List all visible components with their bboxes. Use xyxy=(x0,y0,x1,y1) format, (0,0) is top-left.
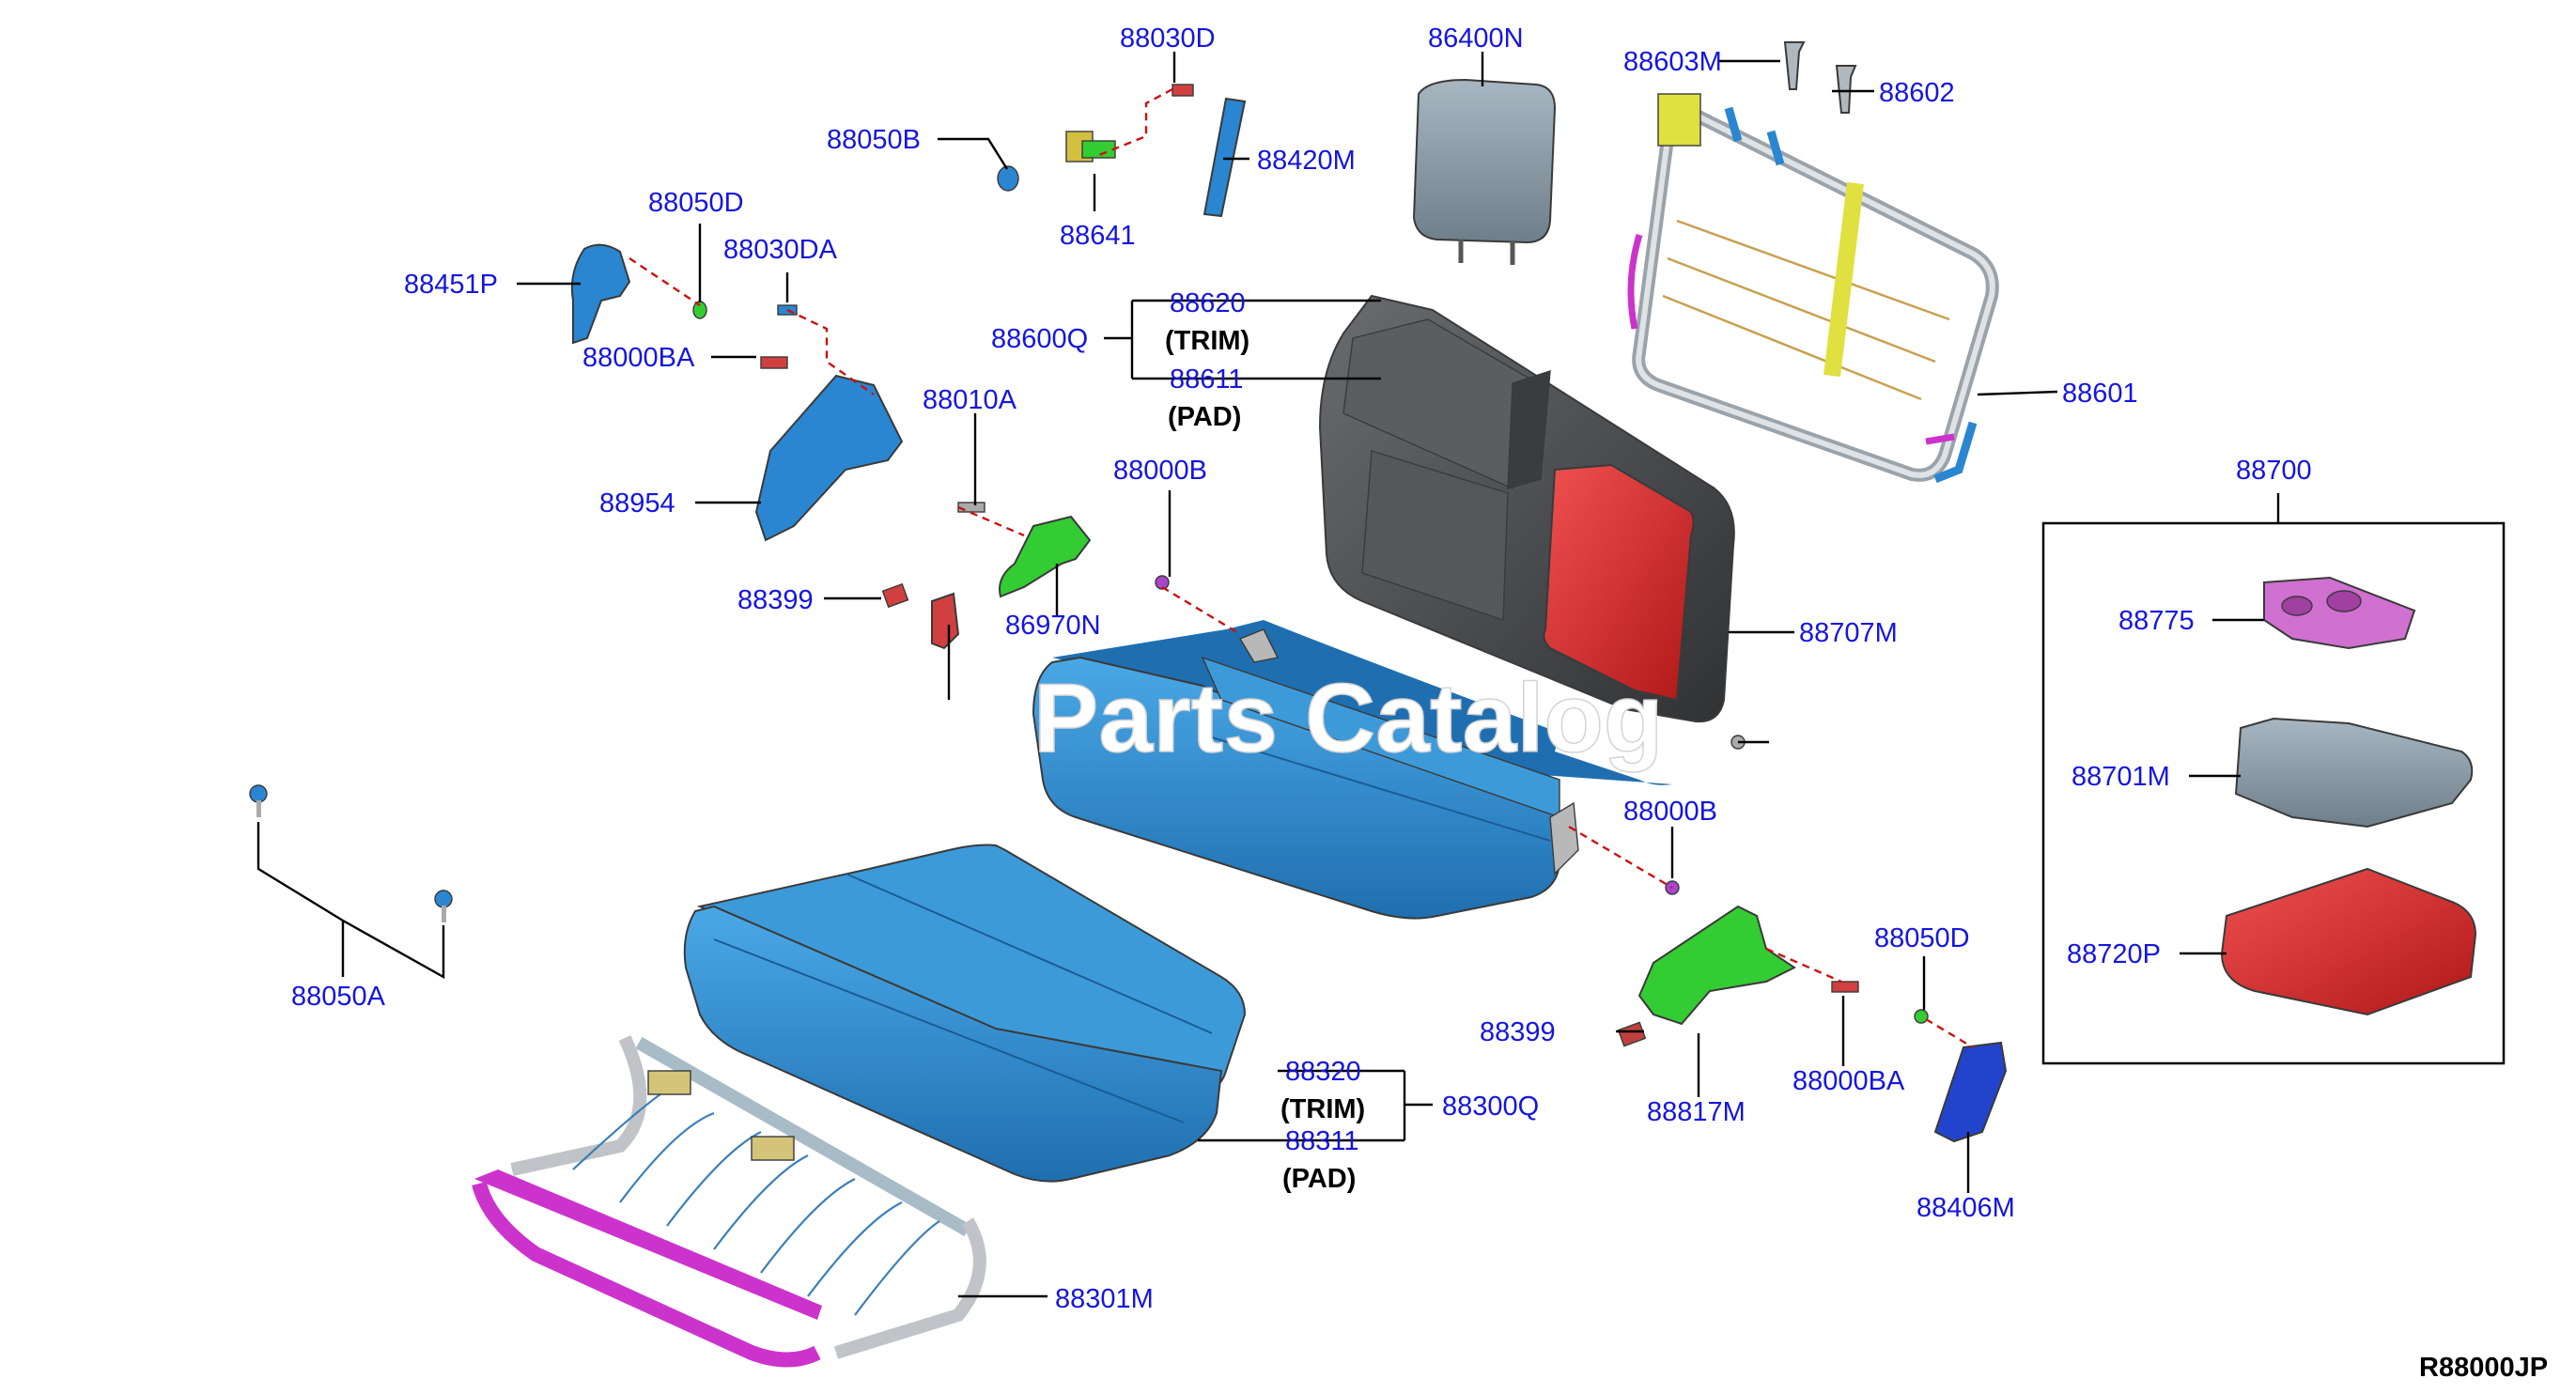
diagram-reference-code: R88000JP xyxy=(2419,1353,2548,1383)
label-88700[interactable]: 88700 xyxy=(2236,456,2312,486)
label-88602[interactable]: 88602 xyxy=(1879,78,1955,108)
note-pad-bottom: (PAD) xyxy=(1282,1164,1356,1194)
note-trim-bottom: (TRIM) xyxy=(1280,1094,1365,1124)
label-88620[interactable]: 88620 xyxy=(1170,288,1246,318)
label-88775[interactable]: 88775 xyxy=(2118,606,2195,636)
small-parts xyxy=(249,41,1857,922)
label-88000BA-top[interactable]: 88000BA xyxy=(582,343,695,373)
label-88954[interactable]: 88954 xyxy=(599,488,675,519)
label-88000B-top[interactable]: 88000B xyxy=(1113,456,1207,486)
label-88010A[interactable]: 88010A xyxy=(923,385,1017,415)
label-88399-top[interactable]: 88399 xyxy=(737,585,814,615)
label-88720P[interactable]: 88720P xyxy=(2067,939,2161,969)
note-trim-top: (TRIM) xyxy=(1165,326,1249,356)
lead-lines xyxy=(256,52,2280,1298)
label-88600Q[interactable]: 88600Q xyxy=(991,324,1088,354)
dashed-leader-lines xyxy=(628,87,1974,1049)
label-88641[interactable]: 88641 xyxy=(1060,221,1136,251)
seat-cushion xyxy=(683,844,1247,1183)
label-88817M[interactable]: 88817M xyxy=(1647,1097,1746,1127)
backrest-assembly xyxy=(1318,294,1735,723)
seat-cushion-frame xyxy=(472,1035,986,1368)
label-88611[interactable]: 88611 xyxy=(1170,364,1244,395)
label-88050D-bottom[interactable]: 88050D xyxy=(1874,923,1970,953)
label-88603M[interactable]: 88603M xyxy=(1623,47,1722,77)
label-88050B[interactable]: 88050B xyxy=(827,125,921,155)
part-labels: 88030D 86400N 88603M 88602 88050B 88420M… xyxy=(291,23,2548,1383)
label-88320[interactable]: 88320 xyxy=(1285,1057,1361,1087)
label-88300Q[interactable]: 88300Q xyxy=(1442,1092,1539,1122)
label-88601[interactable]: 88601 xyxy=(2062,379,2138,409)
label-88050A[interactable]: 88050A xyxy=(291,982,386,1012)
label-88420M[interactable]: 88420M xyxy=(1257,146,1356,176)
label-88030DA[interactable]: 88030DA xyxy=(723,235,838,265)
label-88000BA-bottom[interactable]: 88000BA xyxy=(1792,1066,1905,1096)
armrest-box xyxy=(2041,521,2506,1065)
label-88707M[interactable]: 88707M xyxy=(1799,618,1898,648)
label-88701M[interactable]: 88701M xyxy=(2072,762,2170,792)
note-pad-top: (PAD) xyxy=(1168,402,1241,432)
label-88301M[interactable]: 88301M xyxy=(1055,1284,1154,1314)
headrest xyxy=(1412,78,1557,265)
label-88406M[interactable]: 88406M xyxy=(1916,1193,2015,1223)
label-88311[interactable]: 88311 xyxy=(1285,1126,1359,1156)
watermark-text: Parts Catalog xyxy=(1033,664,1663,773)
label-88399-bottom[interactable]: 88399 xyxy=(1480,1017,1556,1047)
seat-back-frame xyxy=(1627,93,1999,484)
label-88451P[interactable]: 88451P xyxy=(404,270,498,300)
label-88000B-mid[interactable]: 88000B xyxy=(1623,797,1717,827)
label-86400N[interactable]: 86400N xyxy=(1428,23,1524,54)
label-88030D[interactable]: 88030D xyxy=(1120,23,1216,54)
label-86970N[interactable]: 86970N xyxy=(1005,611,1101,641)
label-88050D-top[interactable]: 88050D xyxy=(648,188,744,218)
rear-seat-back-pad xyxy=(1032,620,1672,920)
